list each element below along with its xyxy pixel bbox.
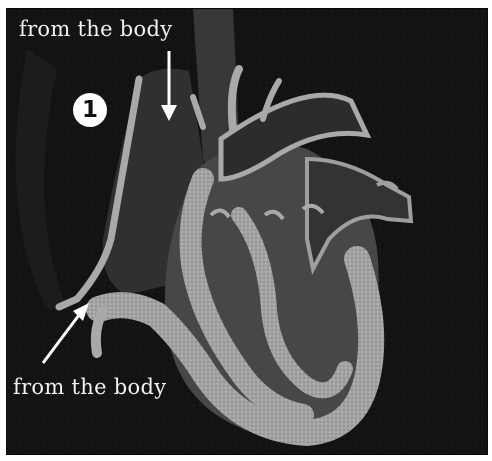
label-from-body-top: from the body: [19, 17, 172, 41]
step-number-badge: 1: [73, 93, 107, 127]
label-from-body-bottom: from the body: [13, 375, 166, 399]
heart-diagram: from the body 1 from the body: [6, 8, 488, 455]
